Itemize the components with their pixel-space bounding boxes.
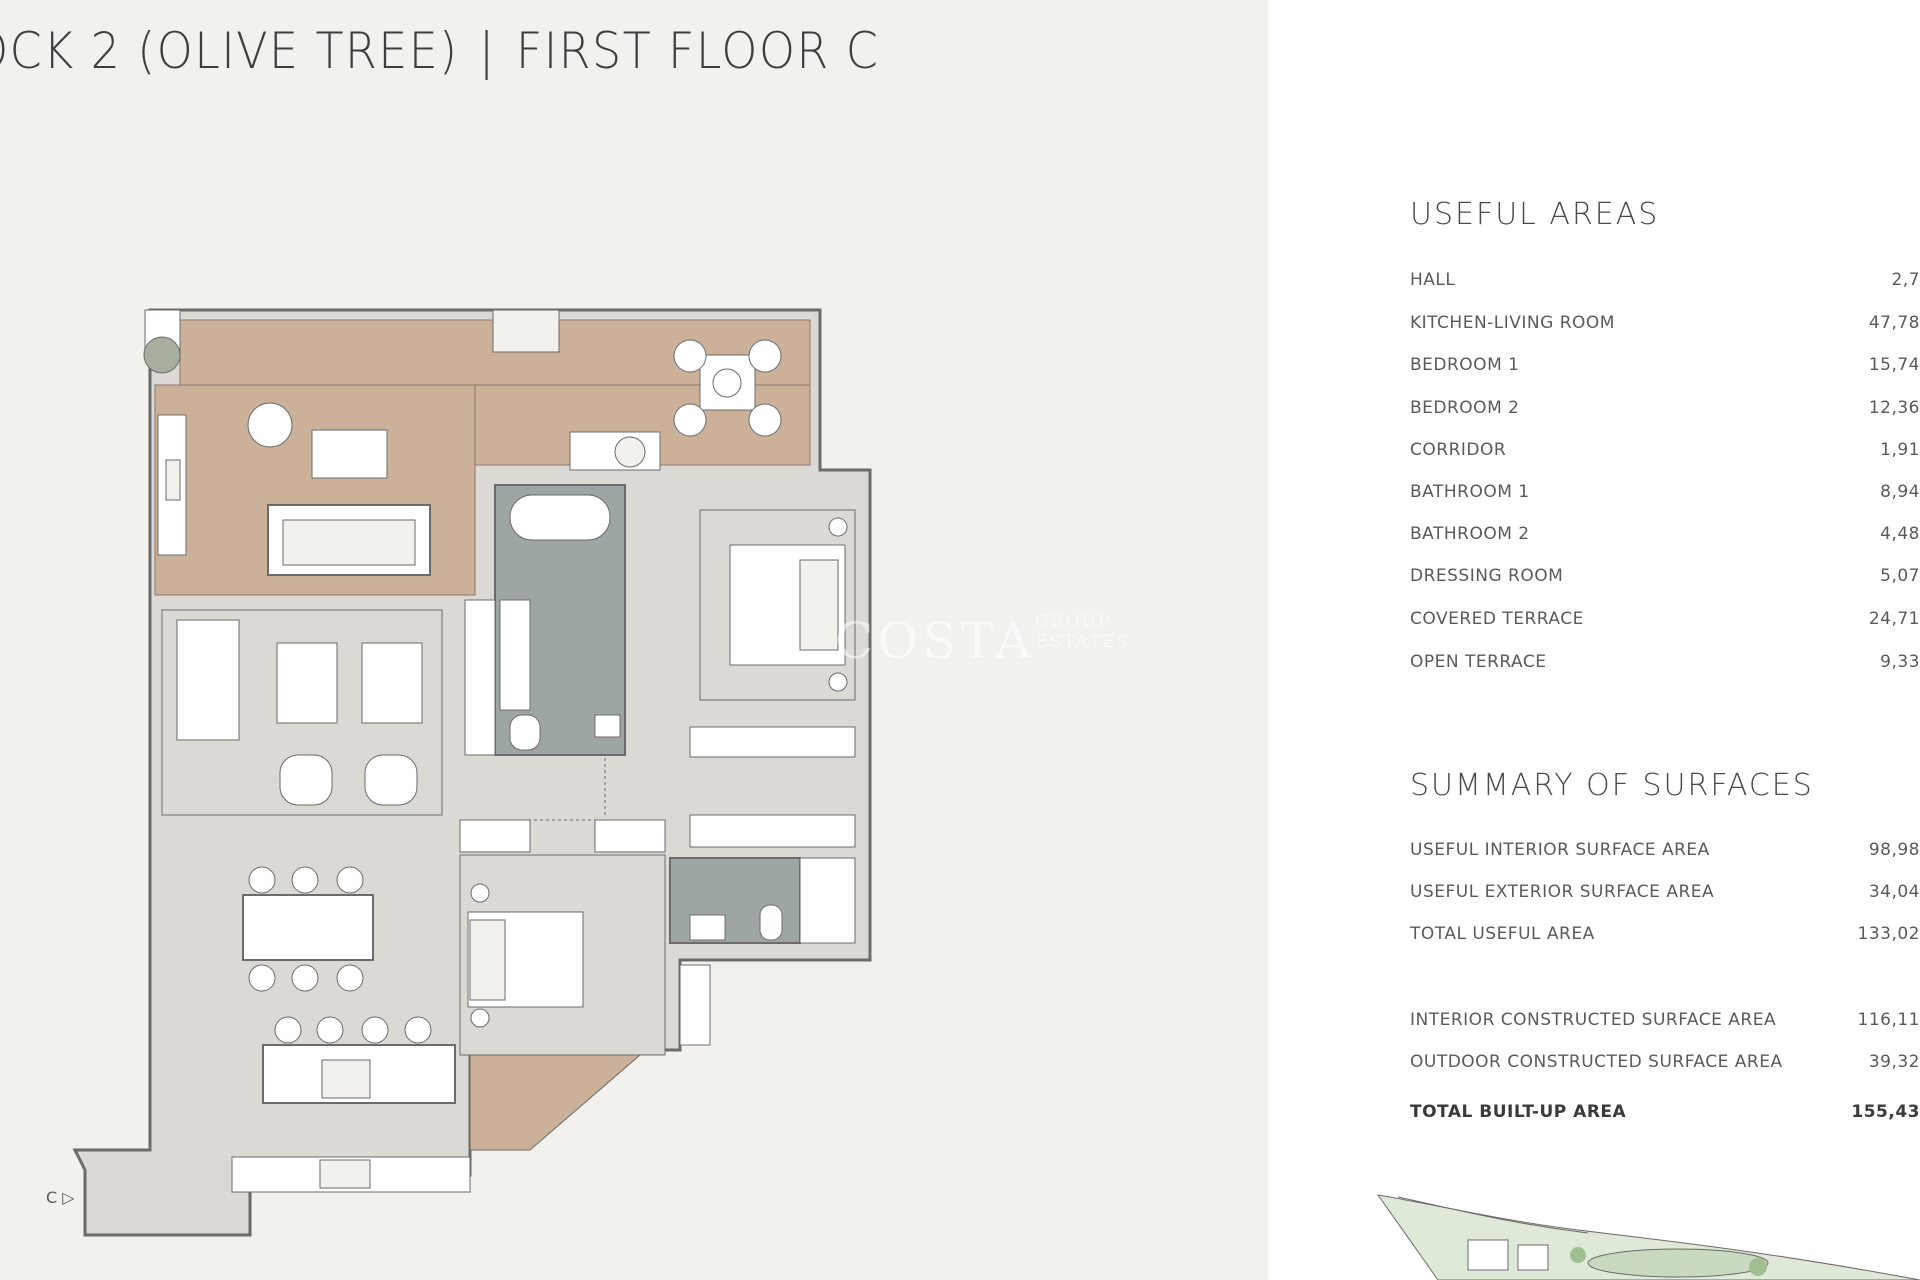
area-row: HALL 2,7 [1410,270,1920,300]
area-row: TOTAL USEFUL AREA 133,02 [1410,924,1920,954]
area-label: COVERED TERRACE [1410,609,1584,629]
area-label: BATHROOM 1 [1410,482,1530,502]
floor-plan-drawing [72,308,872,1237]
entrance-marker: C ▷ [46,1188,75,1207]
area-value: 2,7 [1891,270,1920,290]
area-row: BEDROOM 2 12,36 [1410,398,1920,428]
area-row: COVERED TERRACE 24,71 [1410,609,1920,639]
area-value: 98,98 [1868,840,1920,860]
area-label: HALL [1410,270,1456,290]
plant-icon [143,336,181,374]
terrace-table [311,429,388,479]
area-row: BATHROOM 2 4,48 [1410,524,1920,554]
area-value: 133,02 [1857,924,1920,944]
area-label: INTERIOR CONSTRUCTED SURFACE AREA [1410,1010,1777,1030]
area-row: BATHROOM 1 8,94 [1410,482,1920,512]
title-floor: FIRST FLOOR C [515,22,880,80]
area-value: 12,36 [1868,398,1920,418]
bathtub-icon [509,494,611,541]
area-label: BEDROOM 2 [1410,398,1520,418]
area-value: 9,33 [1880,652,1920,672]
area-value: 4,48 [1880,524,1920,544]
area-row: KITCHEN-LIVING ROOM 47,78 [1410,313,1920,343]
watermark-line2: ESTATES [1035,632,1131,652]
area-row: CORRIDOR 1,91 [1410,440,1920,470]
area-label: OPEN TERRACE [1410,652,1547,672]
area-value: 8,94 [1880,482,1920,502]
armchair-icon [247,402,293,448]
area-value: 155,43 [1851,1102,1920,1122]
area-label: DRESSING ROOM [1410,566,1564,586]
area-label: BEDROOM 1 [1410,355,1520,375]
area-label: CORRIDOR [1410,440,1507,460]
area-row: OUTDOOR CONSTRUCTED SURFACE AREA 39,32 [1410,1052,1920,1082]
dressing-wardrobe-top [689,726,856,758]
living-sofa [176,619,240,741]
entrance-arrow-icon: ▷ [62,1188,75,1207]
dining-table [242,894,374,961]
area-label: USEFUL EXTERIOR SURFACE AREA [1410,882,1715,902]
area-row: TOTAL BUILT-UP AREA 155,43 [1410,1102,1920,1132]
area-value: 15,74 [1868,355,1920,375]
page-title: OCK 2 (OLIVE TREE) | FIRST FLOOR C [0,22,879,80]
watermark-line1: GROUP [1035,612,1112,632]
area-label: USEFUL INTERIOR SURFACE AREA [1410,840,1710,860]
area-value: 39,32 [1868,1052,1920,1072]
entrance-letter: C [46,1188,58,1207]
area-row: INTERIOR CONSTRUCTED SURFACE AREA 116,11 [1410,1010,1920,1040]
summary-heading: SUMMARY OF SURFACES [1410,768,1814,803]
area-row: DRESSING ROOM 5,07 [1410,566,1920,596]
area-value: 116,11 [1857,1010,1920,1030]
title-block: OCK 2 (OLIVE TREE) [0,22,459,80]
area-label: TOTAL BUILT-UP AREA [1410,1102,1627,1122]
watermark-main: COSTA [835,612,1036,670]
area-row: USEFUL INTERIOR SURFACE AREA 98,98 [1410,840,1920,870]
terrace-dining-set [673,339,782,437]
area-label: TOTAL USEFUL AREA [1410,924,1595,944]
area-row: OPEN TERRACE 9,33 [1410,652,1920,682]
area-value: 47,78 [1868,313,1920,333]
area-value: 24,71 [1868,609,1920,629]
area-label: KITCHEN-LIVING ROOM [1410,313,1615,333]
useful-areas-heading: USEFUL AREAS [1410,197,1660,232]
floor-plan-panel: OCK 2 (OLIVE TREE) | FIRST FLOOR C [0,0,1268,1280]
area-value: 1,91 [1880,440,1920,460]
site-plan-map [1376,1194,1920,1280]
title-separator: | [478,22,496,80]
area-label: OUTDOOR CONSTRUCTED SURFACE AREA [1410,1052,1783,1072]
area-label: BATHROOM 2 [1410,524,1530,544]
area-value: 34,04 [1868,882,1920,902]
area-row: BEDROOM 1 15,74 [1410,355,1920,385]
area-value: 5,07 [1880,566,1920,586]
dressing-wardrobe-bottom [689,814,856,848]
bedroom-2-terrace [469,1054,642,1151]
area-row: USEFUL EXTERIOR SURFACE AREA 34,04 [1410,882,1920,912]
